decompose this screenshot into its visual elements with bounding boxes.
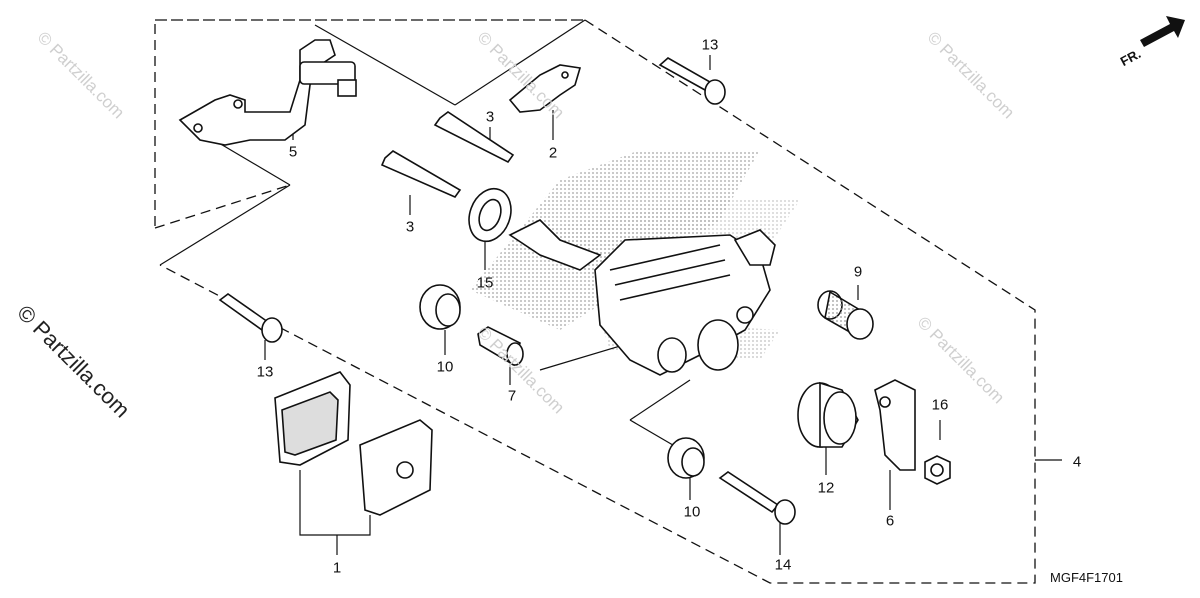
bracket-part-6 (874, 379, 916, 471)
callout-label[interactable]: 3 (485, 108, 495, 126)
callout-label[interactable]: 10 (683, 503, 701, 521)
callout-label[interactable]: 13 (256, 363, 274, 381)
pads-part-1 (274, 371, 433, 516)
bracket-part-2 (508, 64, 582, 113)
nut-part-16 (924, 455, 951, 485)
callout-label[interactable]: 9 (853, 263, 863, 281)
callout-label[interactable]: 15 (476, 274, 494, 292)
sleeve-part-7 (477, 326, 524, 367)
bolt-part-14 (718, 471, 796, 525)
callout-label[interactable]: 7 (507, 387, 517, 405)
caliper-body (508, 219, 776, 376)
callout-label[interactable]: 5 (288, 143, 298, 161)
front-arrow-icon (1140, 16, 1185, 47)
callout-label[interactable]: 4 (1072, 453, 1082, 471)
pin-part-3 (380, 111, 515, 198)
boot-part-10 (419, 284, 705, 479)
callout-label[interactable]: 10 (436, 358, 454, 376)
seal-part-15 (468, 187, 512, 243)
bracket-part-5 (178, 39, 357, 146)
piston-part-12 (797, 381, 859, 448)
callout-label[interactable]: 16 (931, 396, 949, 414)
callout-label[interactable]: 1 (332, 559, 342, 577)
bleeder-part-9 (817, 290, 874, 340)
callout-label[interactable]: 14 (774, 556, 792, 574)
callout-label[interactable]: 12 (817, 479, 835, 497)
callout-label[interactable]: 13 (701, 36, 719, 54)
bolt-part-13 (218, 57, 726, 343)
callout-label[interactable]: 2 (548, 144, 558, 162)
callout-label[interactable]: 3 (405, 218, 415, 236)
diagram-code: MGF4F1701 (1050, 570, 1123, 585)
assembly-boundary (154, 19, 1036, 584)
callout-label[interactable]: 6 (885, 512, 895, 530)
